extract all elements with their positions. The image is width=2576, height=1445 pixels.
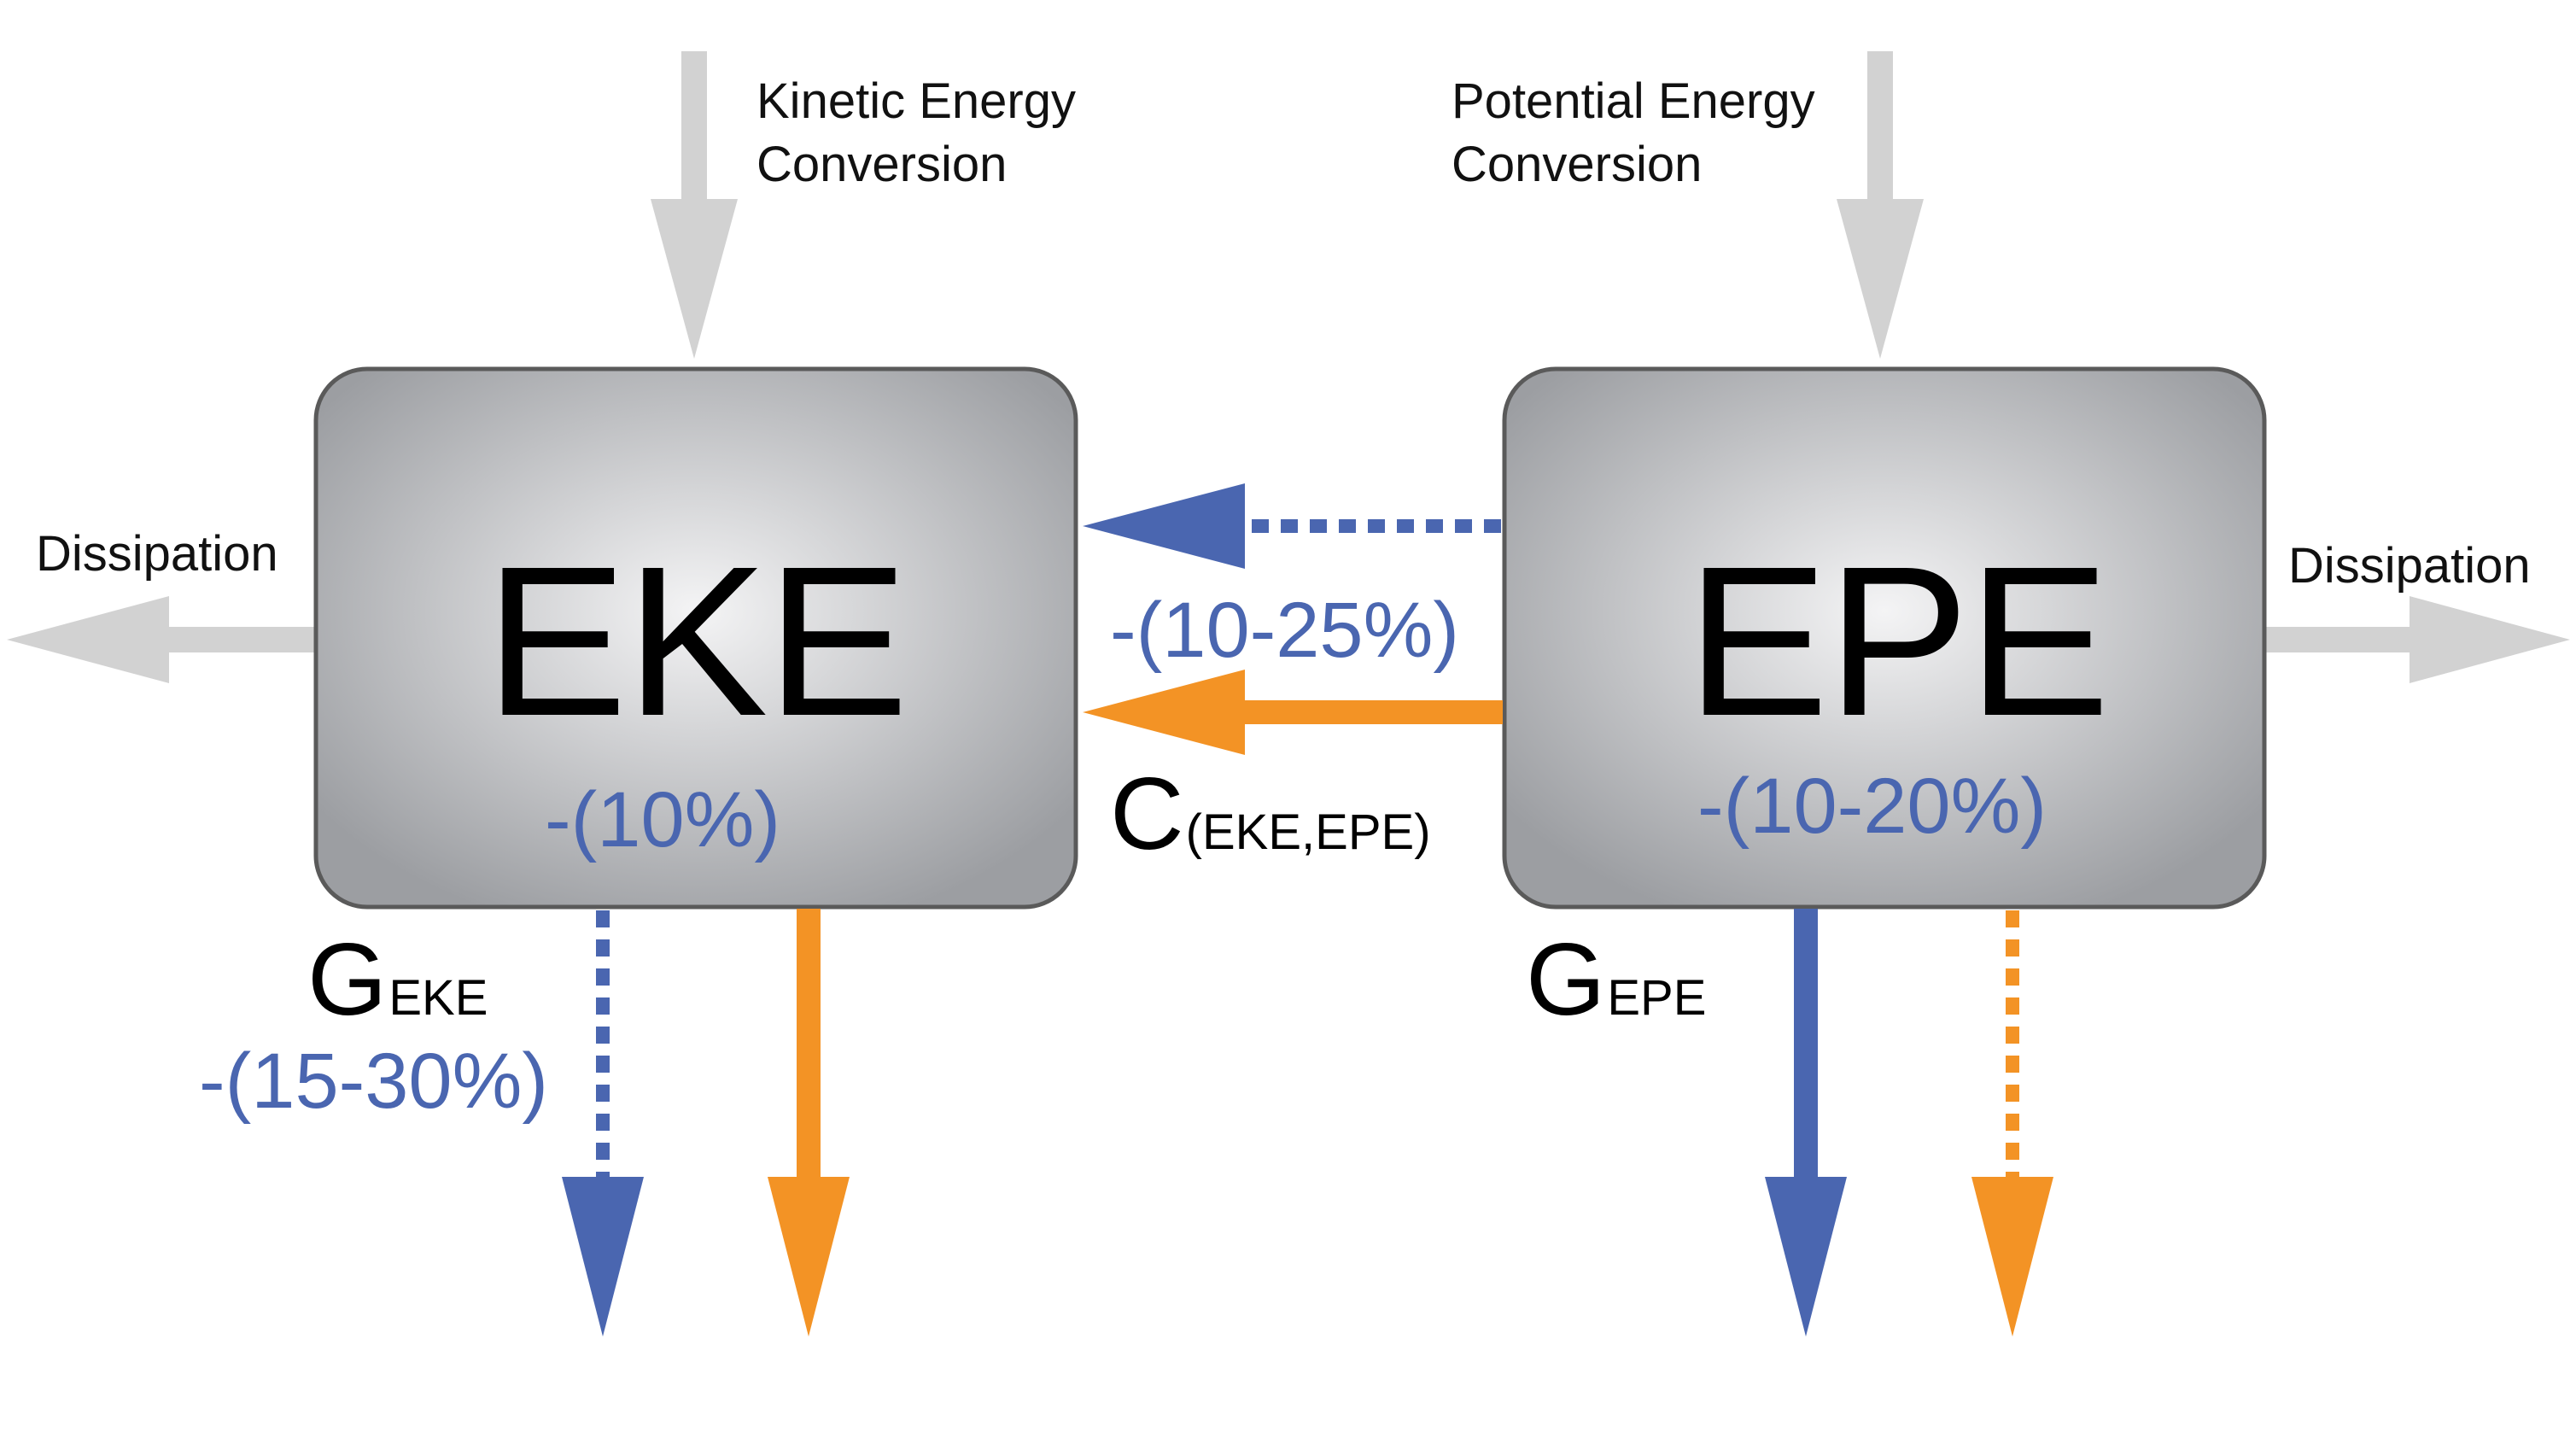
kinetic-conversion-label: Kinetic Energy Conversion — [756, 73, 1076, 193]
conversion-percent: -(10-25%) — [1110, 587, 1460, 674]
g-eke-symbol: GEKE — [307, 922, 488, 1037]
kinetic-conversion-arrow — [651, 51, 738, 359]
epe-blue-solid-arrow — [1765, 909, 1847, 1337]
potential-conversion-label: Potential Energy Conversion — [1452, 73, 1815, 193]
epe-orange-dotted-arrow — [1971, 910, 2053, 1337]
g-eke-subscript: EKE — [388, 970, 488, 1026]
dissipation-right-arrow — [2263, 596, 2570, 683]
dissipation-right-label: Dissipation — [2288, 538, 2531, 594]
dissipation-left-label: Dissipation — [36, 526, 278, 582]
eke-percent: -(10%) — [545, 776, 781, 863]
epe-label: EPE — [1686, 522, 2110, 760]
conversion-symbol: C(EKE,EPE) — [1110, 757, 1431, 871]
eke-label: EKE — [485, 522, 908, 760]
g-epe-subscript: EPE — [1607, 970, 1707, 1026]
conversion-subscript: (EKE,EPE) — [1185, 804, 1431, 860]
dissipation-left-arrow — [7, 596, 316, 683]
eke-orange-solid-arrow — [768, 909, 850, 1337]
eke-box — [313, 366, 1078, 910]
g-eke-percent: -(15-30%) — [199, 1038, 549, 1125]
conversion-orange-solid-arrow — [1083, 670, 1503, 755]
epe-percent: -(10-20%) — [1697, 763, 2047, 850]
epe-box — [1502, 366, 2267, 910]
potential-conversion-arrow — [1837, 51, 1924, 359]
eke-blue-dotted-arrow — [562, 910, 644, 1337]
g-epe-symbol: GEPE — [1526, 922, 1707, 1037]
conversion-blue-dotted-arrow — [1083, 483, 1501, 569]
